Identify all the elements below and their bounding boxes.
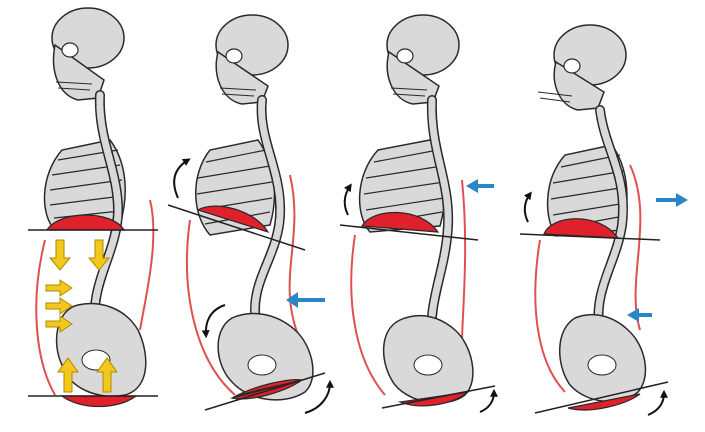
pelvic-floor-axis-line: [381, 385, 496, 409]
back-muscle-line: [139, 199, 155, 331]
spine-icon: [593, 105, 628, 340]
curved-arrow-icon: [523, 191, 532, 223]
pelvic-floor-icon: [60, 395, 138, 408]
abdominal-wall-line: [350, 234, 386, 396]
pelvic-floor-icon: [397, 391, 471, 407]
spine-icon: [249, 95, 286, 335]
diaphragm-icon: [543, 218, 620, 239]
panel-3: [339, 14, 498, 413]
curved-arrow-icon: [201, 304, 226, 339]
diaphragm-axis-line: [339, 224, 479, 241]
curved-arrow-icon: [173, 158, 191, 199]
abdominal-wall-line: [35, 239, 56, 396]
skull-icon: [51, 7, 125, 101]
curved-arrow-icon: [647, 389, 668, 416]
skull-icon: [537, 24, 627, 111]
diaphragm-icon: [196, 205, 270, 234]
curved-arrow-icon: [479, 388, 498, 413]
curved-arrow-icon: [343, 183, 352, 216]
pelvic-floor-icon: [567, 393, 641, 411]
diaphragm-icon: [45, 214, 126, 231]
skull-icon: [215, 14, 289, 105]
rib-cage-icon: [546, 144, 628, 237]
blue-arrow-icon: [656, 193, 688, 207]
back-muscle-line: [460, 179, 467, 361]
yellow-arrow-icon: [45, 239, 118, 393]
pelvis-icon: [559, 314, 647, 403]
pelvic-floor-axis-line: [204, 372, 326, 411]
diaphragm-icon: [361, 211, 440, 233]
panel-1: [28, 7, 158, 408]
abdominal-wall-line: [186, 219, 236, 396]
panel-4: [519, 24, 688, 416]
skull-icon: [386, 14, 460, 105]
curved-arrow-icon: [304, 379, 334, 414]
blue-arrow-icon: [286, 292, 325, 308]
spine-icon: [89, 90, 124, 325]
back-muscle-line: [629, 164, 642, 331]
blue-arrow-icon: [466, 179, 494, 193]
pelvis-icon: [382, 314, 474, 404]
pelvic-floor-axis-line: [534, 381, 669, 414]
abdominal-wall-line: [534, 239, 566, 393]
blue-arrow-icon: [627, 308, 652, 322]
pelvis-icon: [217, 312, 314, 401]
diaphragm-axis-line: [167, 204, 306, 251]
back-muscle-line: [288, 174, 301, 341]
panel-2: [167, 14, 334, 414]
spine-icon: [426, 95, 454, 345]
diaphragm-axis-line: [519, 233, 661, 241]
